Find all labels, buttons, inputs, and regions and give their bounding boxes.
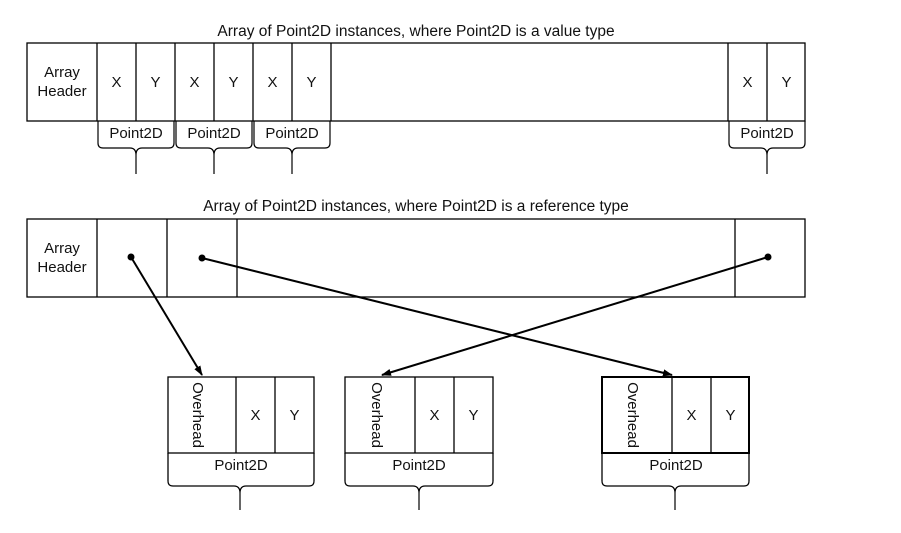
- reference-array-header-line1: Array: [44, 240, 80, 257]
- reference-type-diagram: Array of Point2D instances, where Point2…: [26, 198, 806, 510]
- object-cell-y: Y: [468, 407, 478, 424]
- value-cell-y: Y: [228, 74, 238, 91]
- value-cell-x: X: [267, 74, 277, 91]
- reference-type-title: Array of Point2D instances, where Point2…: [203, 198, 629, 215]
- value-type-diagram: Array of Point2D instances, where Point2…: [26, 23, 806, 174]
- element-brace: [253, 121, 331, 174]
- heap-object: Overhead X Y Point2D: [344, 376, 494, 510]
- reference-array-outline: [26, 218, 806, 298]
- element-brace: [97, 121, 175, 174]
- element-label: Point2D: [109, 125, 163, 142]
- reference-arrow: [130, 256, 203, 376]
- value-cell-y: Y: [150, 74, 160, 91]
- object-type-label: Point2D: [214, 457, 268, 474]
- value-cell-x: X: [189, 74, 199, 91]
- element-brace: [175, 121, 253, 174]
- object-type-label: Point2D: [649, 457, 703, 474]
- value-array-header-line1: Array: [44, 64, 80, 81]
- element-brace: [728, 121, 806, 174]
- object-cell-y: Y: [289, 407, 299, 424]
- overhead-label: Overhead: [189, 382, 206, 448]
- heap-object: Overhead X Y Point2D: [601, 376, 750, 510]
- element-label: Point2D: [265, 125, 319, 142]
- object-cell-y: Y: [725, 407, 735, 424]
- reference-array-header-line2: Header: [37, 259, 86, 276]
- object-cell-x: X: [686, 407, 696, 424]
- object-cell-x: X: [250, 407, 260, 424]
- element-label: Point2D: [187, 125, 241, 142]
- overhead-label: Overhead: [368, 382, 385, 448]
- element-label: Point2D: [740, 125, 794, 142]
- overhead-label: Overhead: [624, 382, 641, 448]
- value-cell-x: X: [742, 74, 752, 91]
- object-cell-x: X: [429, 407, 439, 424]
- object-type-label: Point2D: [392, 457, 446, 474]
- value-type-title: Array of Point2D instances, where Point2…: [217, 23, 614, 40]
- value-cell-y: Y: [781, 74, 791, 91]
- reference-arrow: [201, 257, 673, 377]
- value-cell-x: X: [111, 74, 121, 91]
- heap-object: Overhead X Y Point2D: [167, 376, 315, 510]
- value-cell-y: Y: [306, 74, 316, 91]
- value-array-header-line2: Header: [37, 83, 86, 100]
- reference-arrow: [381, 256, 769, 376]
- value-array-outline: [26, 42, 806, 122]
